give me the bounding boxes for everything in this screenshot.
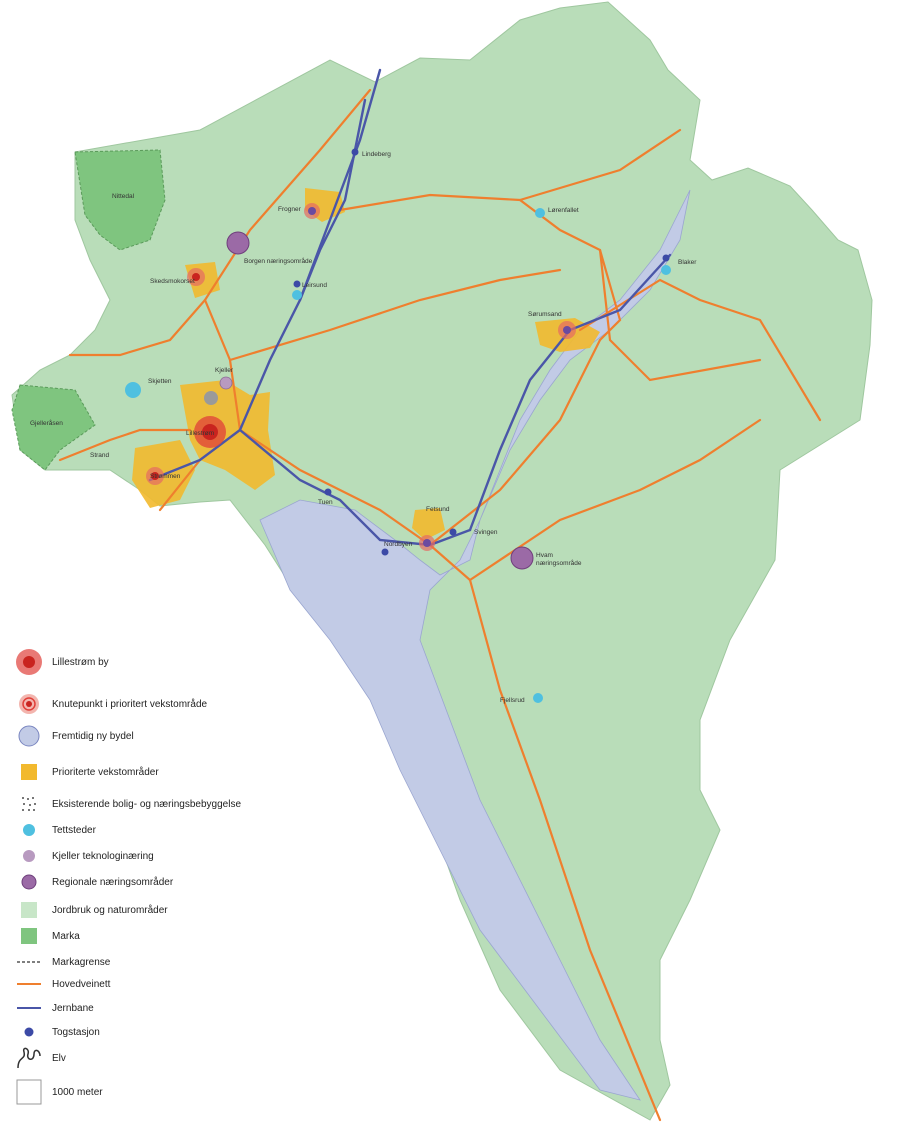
lillestrom-by-icon xyxy=(16,649,42,675)
scale-box-icon xyxy=(16,1079,42,1105)
knutepunkt-icon xyxy=(19,694,39,714)
label-svingen: Svingen xyxy=(474,529,498,536)
legend-item-hovedveinett: Hovedveinett xyxy=(6,972,110,996)
label-gjellerasen: Gjelleråsen xyxy=(30,419,63,427)
fremtidig-bydel-icon xyxy=(18,725,40,747)
label-hvam: Hvam xyxy=(536,552,553,559)
legend-item-regionale: Regionale næringsområder xyxy=(6,870,173,894)
bebyggelse-icon xyxy=(22,797,36,811)
togstasjon-icon xyxy=(24,1027,34,1037)
regional-naering-icon xyxy=(21,874,37,890)
label-nordbyen: Nordbyen xyxy=(384,541,413,548)
marka-gjellerasen xyxy=(11,384,96,471)
label-hvam-suffix: næringsområde xyxy=(536,559,582,567)
hvam-regional-marker xyxy=(510,546,534,570)
legend-label: Regionale næringsområder xyxy=(52,876,174,888)
marka-icon xyxy=(21,928,37,944)
kjeller-grey-marker xyxy=(204,391,218,405)
label-fetsund: Fetsund xyxy=(426,506,450,513)
legend-label: Hovedveinett xyxy=(52,978,111,990)
markagrense-icon xyxy=(17,961,41,963)
label-lillestrom: Lillestrøm xyxy=(186,430,214,437)
label-strand: Strand xyxy=(90,452,110,459)
vekstomrade-icon xyxy=(21,764,37,780)
legend-label: Lillestrøm by xyxy=(52,656,109,668)
label-skedsmokorset: Skedsmokorset xyxy=(150,278,195,285)
label-blaker: Blaker xyxy=(678,259,697,266)
blaker-tettsted-marker xyxy=(661,265,671,275)
fjellsrud-tettsted-marker xyxy=(533,693,543,703)
label-fjellsrud: Fjellsrud xyxy=(500,697,525,704)
legend-item-scale: 1000 meter xyxy=(6,1079,103,1105)
legend-item-knutepunkt: Knutepunkt i prioritert vekstområde xyxy=(6,692,207,716)
legend-item-kjeller: Kjeller teknologinæring xyxy=(6,844,154,868)
kjeller-icon xyxy=(23,850,35,862)
legend-item-jernbane: Jernbane xyxy=(6,996,94,1020)
legend-label: Eksisterende bolig- og næringsbebyggelse xyxy=(52,798,242,810)
train-stations xyxy=(293,148,670,556)
legend-label: Marka xyxy=(52,930,80,942)
legend-label: Jordbruk og naturområder xyxy=(52,904,168,916)
legend-item-fremtidig-bydel: Fremtidig ny bydel xyxy=(6,724,134,748)
kjeller-marker xyxy=(219,376,233,390)
elv-icon xyxy=(17,1047,41,1069)
label-tuen: Tuen xyxy=(318,499,333,506)
legend-label: Elv xyxy=(52,1052,66,1064)
lillestrom-by-inner xyxy=(202,424,218,440)
legend-item-tettsteder: Tettsteder xyxy=(6,818,96,842)
marka-lillomarka xyxy=(74,149,166,251)
legend-item-bebyggelse: Eksisterende bolig- og næringsbebyggelse xyxy=(6,792,241,816)
label-sorumsand: Sørumsand xyxy=(528,311,562,318)
legend-item-elv: Elv xyxy=(6,1046,66,1070)
legend-label: Togstasjon xyxy=(52,1026,100,1038)
growth-area-lillestrom xyxy=(180,380,275,490)
label-strommen: Strømmen xyxy=(150,473,181,480)
legend-label: Fremtidig ny bydel xyxy=(52,730,134,742)
legend-item-togstasjon: Togstasjon xyxy=(6,1020,100,1044)
label-frogner: Frogner xyxy=(278,206,302,213)
legend-label: Jernbane xyxy=(52,1002,94,1014)
growth-area-fetsund xyxy=(412,508,445,540)
label-lindeberg: Lindeberg xyxy=(362,151,391,158)
knutepunkt-markers xyxy=(146,203,576,551)
legend-item-lillestrom-by: Lillestrøm by xyxy=(6,649,109,675)
label-nittedal: Nittedal xyxy=(112,193,135,200)
legend-label: Prioriterte vekstområder xyxy=(52,766,159,778)
legend-label: Kjeller teknologinæring xyxy=(52,850,154,862)
hovedvei-icon xyxy=(17,983,41,985)
legend-label: 1000 meter xyxy=(52,1086,103,1098)
borgen-regional-marker xyxy=(226,231,250,255)
label-borgen: Borgen næringsområde xyxy=(244,257,313,265)
lorenfallet-tettsted-marker xyxy=(535,208,545,218)
legend-item-vekstomrader: Prioriterte vekstområder xyxy=(6,760,159,784)
legend-item-jordbruk: Jordbruk og naturområder xyxy=(6,898,168,922)
label-leirsund: Leirsund xyxy=(302,282,327,289)
tettsted-icon xyxy=(23,824,35,836)
legend-label: Tettsteder xyxy=(52,824,96,836)
legend-item-markagrense: Markagrense xyxy=(6,950,110,974)
label-lorenfallet: Lørenfallet xyxy=(548,207,579,214)
skjetten-tettsted-marker xyxy=(125,382,141,398)
label-kjeller: Kjeller xyxy=(215,367,234,374)
jernbane-icon xyxy=(17,1007,41,1009)
legend-label: Knutepunkt i prioritert vekstområde xyxy=(52,698,208,710)
legend-label: Markagrense xyxy=(52,956,111,968)
leirsund-tettsted-marker xyxy=(292,290,302,300)
jordbruk-icon xyxy=(21,902,37,918)
label-skjetten: Skjetten xyxy=(148,378,172,385)
legend-item-marka: Marka xyxy=(6,924,80,948)
